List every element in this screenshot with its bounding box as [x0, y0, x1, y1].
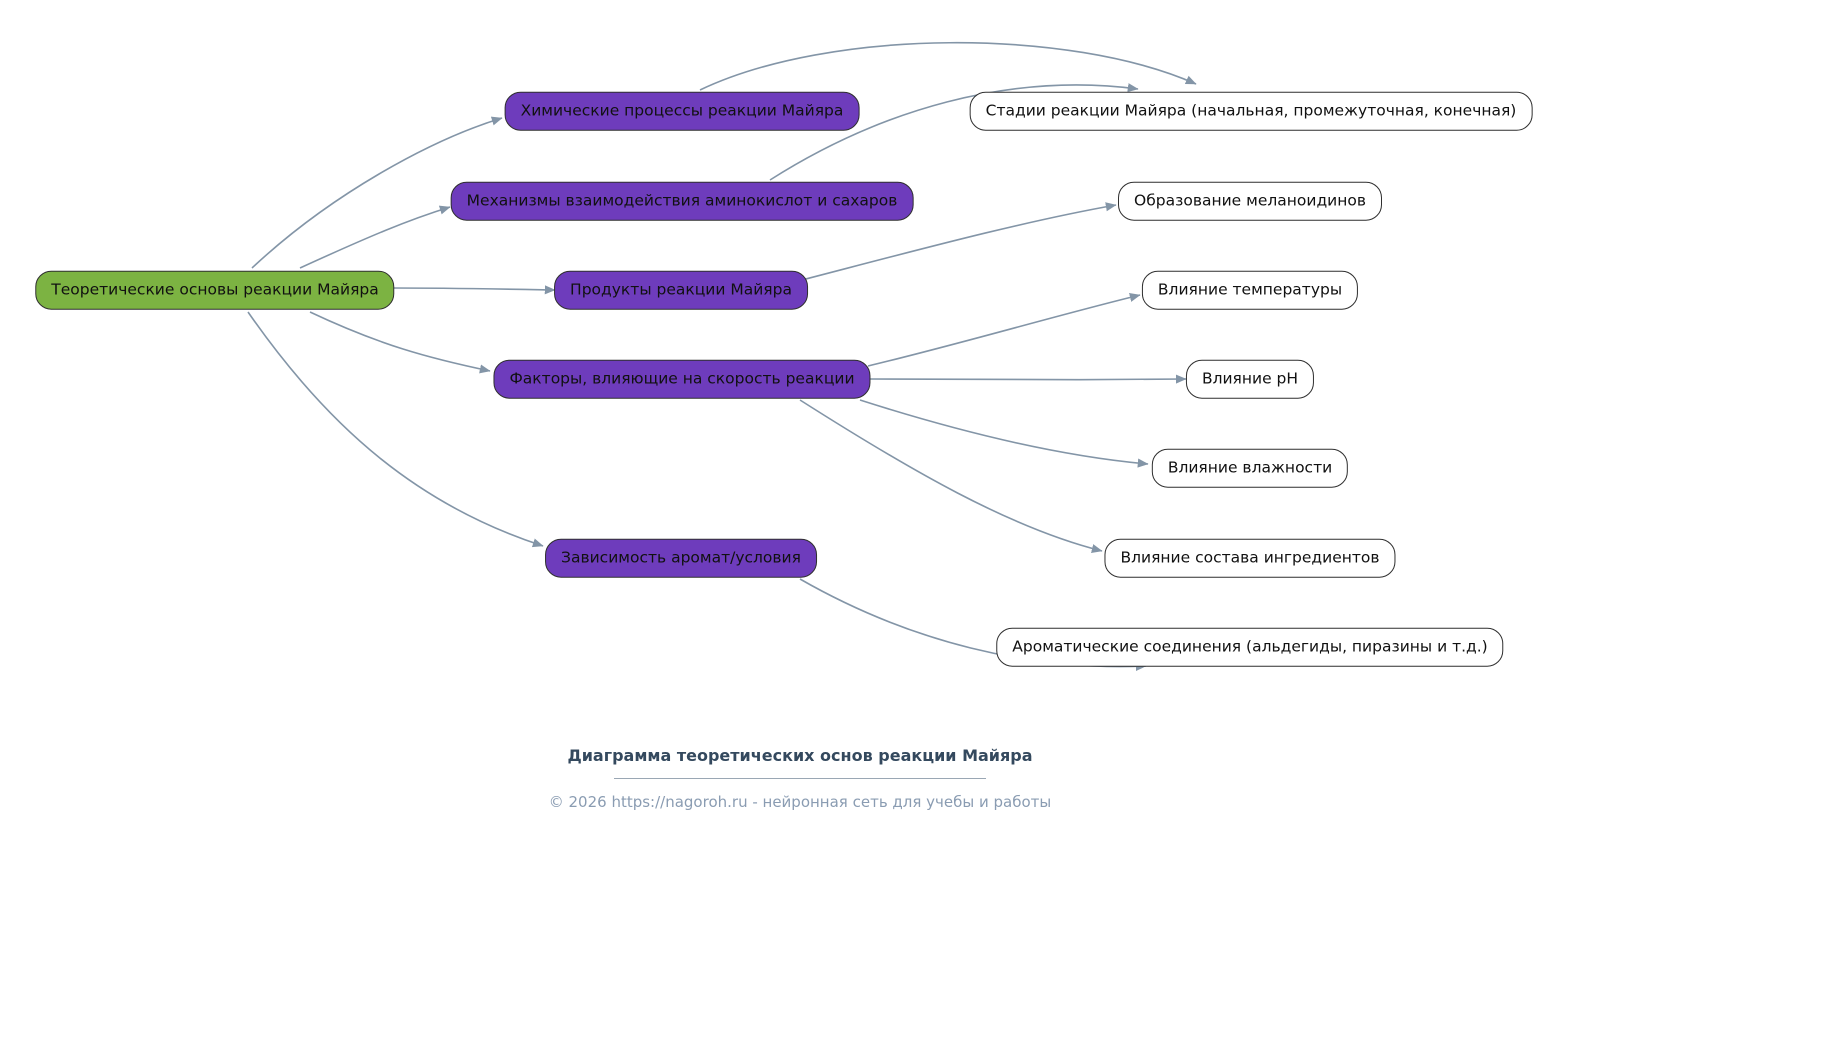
diagram-footer: Диаграмма теоретических основ реакции Ма…	[350, 746, 1250, 811]
leaf-ph-influence: Влияние pH	[1185, 359, 1315, 399]
edge-factors-ph	[867, 374, 1187, 384]
leaf-reaction-stages: Стадии реакции Майяра (начальная, промеж…	[969, 91, 1533, 131]
edge-root-mechanisms	[299, 205, 451, 269]
edge-factors-ingredients	[799, 399, 1103, 553]
edge-root-products	[391, 285, 556, 295]
node-aroma-conditions: Зависимость аромат/условия	[545, 538, 817, 578]
node-reaction-products: Продукты реакции Майяра	[554, 270, 808, 310]
footer-divider	[614, 778, 986, 779]
leaf-melanoidin-formation: Образование меланоидинов	[1118, 181, 1382, 221]
leaf-temperature-influence: Влияние температуры	[1141, 270, 1359, 310]
leaf-aromatic-compounds: Ароматические соединения (альдегиды, пир…	[996, 627, 1504, 667]
edge-root-factors	[309, 311, 491, 374]
node-interaction-mechanisms: Механизмы взаимодействия аминокислот и с…	[450, 181, 914, 221]
node-rate-factors: Факторы, влияющие на скорость реакции	[493, 359, 871, 399]
edge-factors-humidity	[859, 399, 1149, 468]
edge-chemical-stages	[699, 41, 1197, 91]
node-chemical-processes: Химические процессы реакции Майяра	[504, 91, 860, 131]
footer-title: Диаграмма теоретических основ реакции Ма…	[567, 746, 1033, 765]
leaf-humidity-influence: Влияние влажности	[1151, 448, 1349, 488]
footer-copyright: © 2026 https://nagoroh.ru - нейронная се…	[548, 793, 1052, 811]
leaf-ingredient-composition: Влияние состава ингредиентов	[1104, 538, 1396, 578]
node-root-maillard-theory: Теоретические основы реакции Майяра	[35, 270, 395, 310]
edge-factors-temperature	[867, 292, 1141, 367]
edge-root-aroma	[247, 311, 544, 548]
